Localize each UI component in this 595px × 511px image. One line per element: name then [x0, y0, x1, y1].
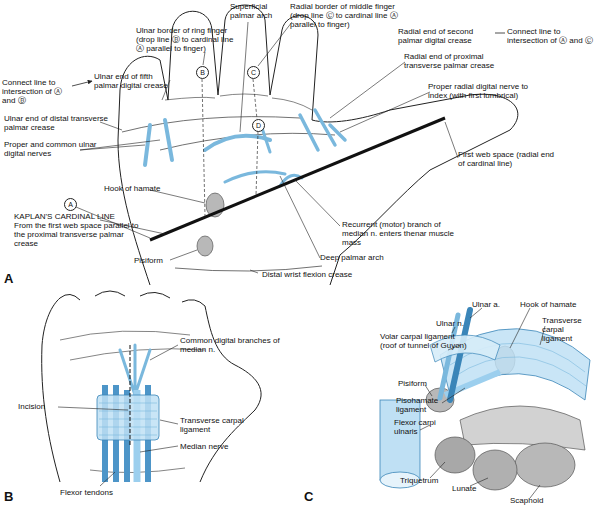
part-label: Flexor tendons — [60, 488, 140, 497]
part-label: First web space (radial end of cardinal … — [458, 150, 558, 168]
circled-letter: A — [64, 198, 77, 211]
part-label: Triquetrum — [400, 476, 438, 485]
ulnar-digital-nerve — [145, 120, 172, 165]
part-label: Scaphoid — [510, 496, 543, 505]
part-label: Proper radial digital nerve to index (wi… — [428, 82, 540, 100]
part-label: Radial border of middle finger (drop lin… — [290, 2, 402, 29]
part-label: Ulnar border of ring finger (drop line Ⓑ… — [136, 26, 238, 53]
part-label: Connect line to intersection of Ⓐ and Ⓑ — [2, 78, 74, 105]
circled-letter: B — [196, 66, 209, 79]
radial-digital-nerve — [300, 110, 345, 150]
part-label: Connect line to intersection of Ⓐ and Ⓒ — [507, 27, 595, 45]
part-label: Transverse carpal ligament — [542, 316, 594, 343]
panel-letter: C — [304, 490, 313, 504]
pisiform-bone — [197, 236, 213, 256]
part-label: Incision — [18, 402, 45, 411]
drop-line — [202, 79, 205, 216]
part-label: Distal wrist flexion crease — [262, 270, 382, 279]
part-label: From the first web space parallel to the… — [14, 221, 144, 248]
part-label: Volar carpal ligament (roof of tunnel of… — [380, 332, 470, 350]
part-label: Median nerve — [180, 442, 260, 451]
part-label: Radial end of second palmar digital crea… — [398, 27, 494, 45]
leader-line — [58, 345, 178, 486]
part-label: Transverse carpal ligament — [180, 416, 260, 434]
drop-line — [253, 79, 258, 196]
carpal-bone — [460, 406, 585, 450]
letter-text: A — [68, 201, 73, 208]
letter-text: B — [200, 69, 205, 76]
part-label: Ulnar end of fifth palmar digital crease — [94, 72, 174, 90]
part-label: Ulnar a. — [472, 300, 500, 309]
circled-letter: D — [252, 119, 265, 132]
part-label: Hook of hamate — [520, 300, 576, 309]
part-label: KAPLAN'S CARDINAL LINE — [14, 212, 154, 221]
part-label: Pisohamate ligament — [396, 396, 446, 414]
carpal-ligament — [97, 395, 159, 440]
panel-letter: B — [4, 490, 13, 504]
circled-letter: C — [247, 66, 260, 79]
part-label: Flexor carpi ulnaris — [394, 418, 444, 436]
part-label: Ulnar end of distal transverse palmar cr… — [4, 114, 129, 132]
triquetrum-bone — [435, 437, 475, 473]
superficial-arch — [205, 136, 270, 150]
part-label: Ulnar n. — [436, 319, 464, 328]
part-label: Lunate — [452, 484, 476, 493]
part-label: Common digital branches of median n. — [180, 336, 280, 354]
scaphoid-bone — [515, 443, 575, 487]
part-label: Recurrent (motor) branch of median n. en… — [342, 220, 462, 247]
letter-text: C — [251, 69, 256, 76]
digital-artery — [262, 128, 270, 152]
hand-outline — [118, 5, 518, 285]
part-label: Superficial palmar arch — [230, 2, 288, 20]
part-label: Hook of hamate — [104, 184, 174, 193]
incision-line — [130, 345, 131, 445]
deep-arch — [225, 172, 285, 182]
digital-crease — [165, 94, 312, 110]
part-label: Deep palmar arch — [320, 253, 400, 262]
part-label: Proper and common ulnar digital nerves — [4, 140, 99, 158]
part-label: Pisiform — [134, 256, 184, 265]
ligament-fibers — [99, 403, 157, 435]
hand-outline — [42, 291, 261, 482]
letter-text: D — [256, 122, 261, 129]
lunate-bone — [473, 450, 517, 490]
part-label: Radial end of proximal transverse palmar… — [404, 52, 504, 70]
panel-letter: A — [4, 272, 13, 286]
part-label: Pisiform — [398, 379, 427, 388]
